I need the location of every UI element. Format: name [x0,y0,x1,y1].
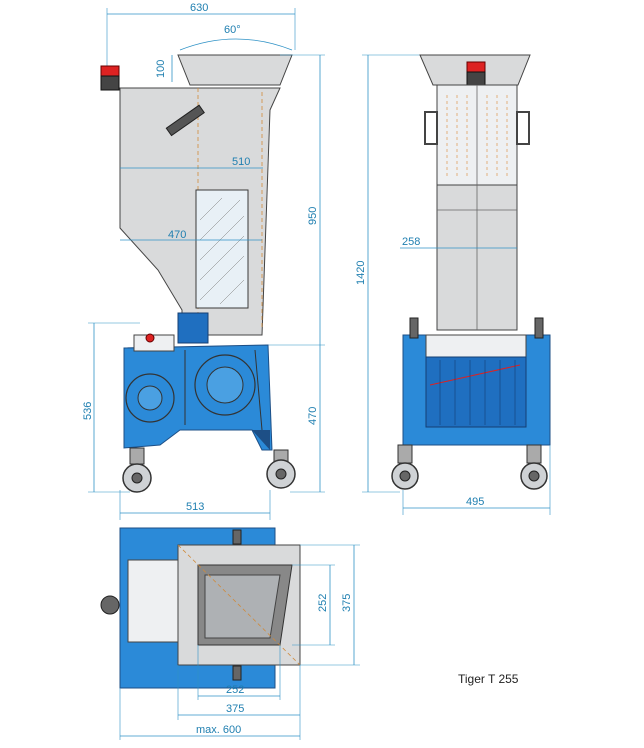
dim-side-width: 630 [190,2,208,14]
dim-base-height: 536 [82,402,94,420]
sight-window [195,189,249,309]
handle-right [516,111,530,145]
dim-front-base-width: 495 [466,496,484,508]
dim-base-lower-height: 470 [307,407,319,425]
dim-top-opening-v-outer: 375 [341,594,353,612]
model-title: Tiger T 255 [458,672,519,686]
motor-block [177,312,209,344]
dim-inner-width: 510 [232,156,250,168]
rotor-right [194,354,256,416]
dim-total-height: 1420 [355,261,367,285]
front-rotor-housing [425,356,527,428]
front-view: 1420 258 [355,54,551,515]
signal-lamp [100,65,120,77]
dim-hopper-height: 100 [155,60,167,78]
lamp-base [100,75,120,91]
dim-hopper-angle: 60° [224,24,241,36]
top-view: 252 375 252 375 max. 600 [100,527,360,740]
dim-top-opening-h: 252 [226,684,244,696]
inspection-handle [165,104,205,137]
base-cover [133,334,175,352]
front-signal-lamp [466,61,486,73]
rotor-right-hub [206,366,244,404]
front-base-top [425,334,527,358]
side-view: 630 60° 100 510 47 [82,2,325,520]
hopper [177,54,293,86]
red-knob [145,333,155,343]
dim-top-opening-v: 252 [317,594,329,612]
dim-top-opening-h-outer: 375 [226,703,244,715]
handle-left [424,111,438,145]
dim-top-max: max. 600 [196,724,241,736]
dim-lower-width: 470 [168,229,186,241]
rotor-left [125,373,175,423]
dim-front-inner-width: 258 [402,236,420,248]
base-wedge [252,430,270,450]
top-knob [100,595,120,615]
rotor-left-hub [137,385,163,411]
dim-base-width: 513 [186,501,204,513]
dim-upper-height: 950 [307,207,319,225]
